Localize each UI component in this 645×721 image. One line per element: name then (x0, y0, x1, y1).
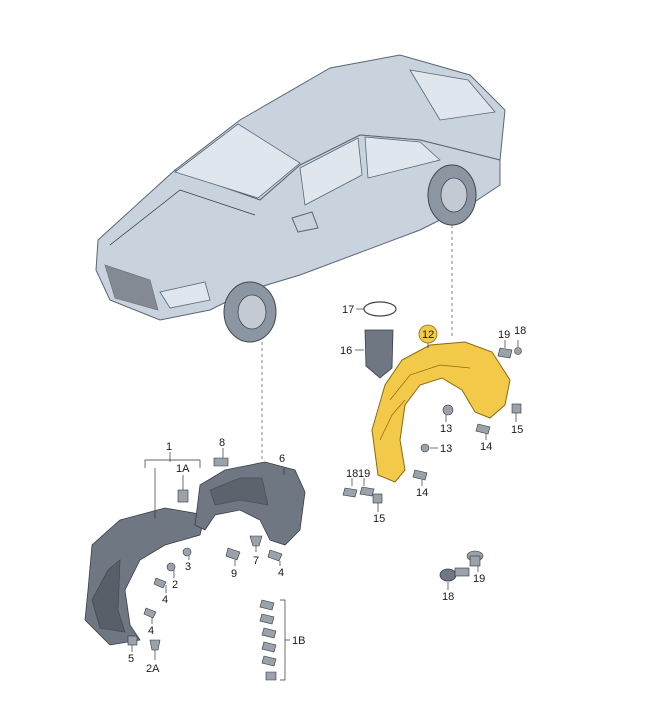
car-illustration (95, 54, 506, 343)
screw-part-4-right (267, 549, 283, 562)
callout-1B: 1B (292, 635, 305, 647)
fastener-part-19-bottom (466, 550, 484, 567)
callout-2A: 2A (146, 663, 160, 675)
callout-16: 16 (340, 345, 352, 357)
callout-18-bottom: 18 (442, 591, 454, 603)
callout-7: 7 (253, 555, 259, 567)
callout-2: 2 (172, 579, 178, 591)
seal-ring-part-17 (363, 301, 397, 317)
clip-part-1A (177, 489, 189, 503)
callout-1A: 1A (176, 463, 190, 475)
screw-part-14-lower (412, 469, 428, 481)
callout-1: 1 (166, 441, 172, 453)
screw-part-8 (213, 457, 229, 467)
nut-part-13-upper (442, 404, 454, 416)
screw-set-part-1B (259, 599, 277, 681)
callout-4-left-2: 4 (148, 625, 154, 637)
screw-part-9 (225, 547, 241, 561)
clip-part-15-right (511, 403, 522, 414)
rear-wheel-liner-part-12 (371, 341, 511, 483)
front-wheel-liner-part-1 (84, 507, 206, 646)
fuel-filler-neck-part-16 (364, 329, 394, 379)
screw-part-19-mid (359, 486, 375, 497)
screw-part-19-upper (497, 347, 513, 359)
clip-part-5 (127, 635, 138, 646)
screw-part-14-upper (475, 423, 491, 435)
callout-17: 17 (342, 304, 354, 316)
wheel-liner-part-6 (194, 461, 306, 546)
callout-5: 5 (128, 653, 134, 665)
callout-8: 8 (219, 437, 225, 449)
callout-13-lower: 13 (440, 443, 452, 455)
callout-9: 9 (231, 568, 237, 580)
nut-part-13-lower (420, 443, 430, 453)
callout-14-upper: 14 (480, 441, 492, 453)
callout-14-lower: 14 (416, 487, 428, 499)
callout-15-right: 15 (511, 424, 523, 436)
nut-part-18-mid (342, 487, 358, 498)
callout-15-lower: 15 (373, 513, 385, 525)
callout-6: 6 (279, 453, 285, 465)
callout-4-right: 4 (278, 567, 284, 579)
callout-19-mid: 19 (358, 468, 370, 480)
nut-part-18-upper (514, 347, 522, 355)
clip-part-2A (149, 639, 161, 651)
callout-19-upper: 19 (498, 329, 510, 341)
nut-part-2 (166, 562, 176, 572)
clip-part-7 (249, 535, 263, 547)
callout-18-mid: 18 (346, 468, 358, 480)
callout-12: 12 (422, 329, 434, 341)
callout-12-badge (418, 324, 438, 344)
clip-part-15-lower (372, 493, 383, 504)
callout-13-upper: 13 (440, 423, 452, 435)
screw-part-3 (182, 547, 192, 557)
callout-4-left: 4 (162, 594, 168, 606)
callout-3: 3 (185, 561, 191, 573)
callout-18-upper: 18 (514, 325, 526, 337)
screw-part-4-left (153, 577, 167, 589)
callout-19-bottom: 19 (473, 573, 485, 585)
fastener-part-18-bottom (439, 567, 470, 582)
